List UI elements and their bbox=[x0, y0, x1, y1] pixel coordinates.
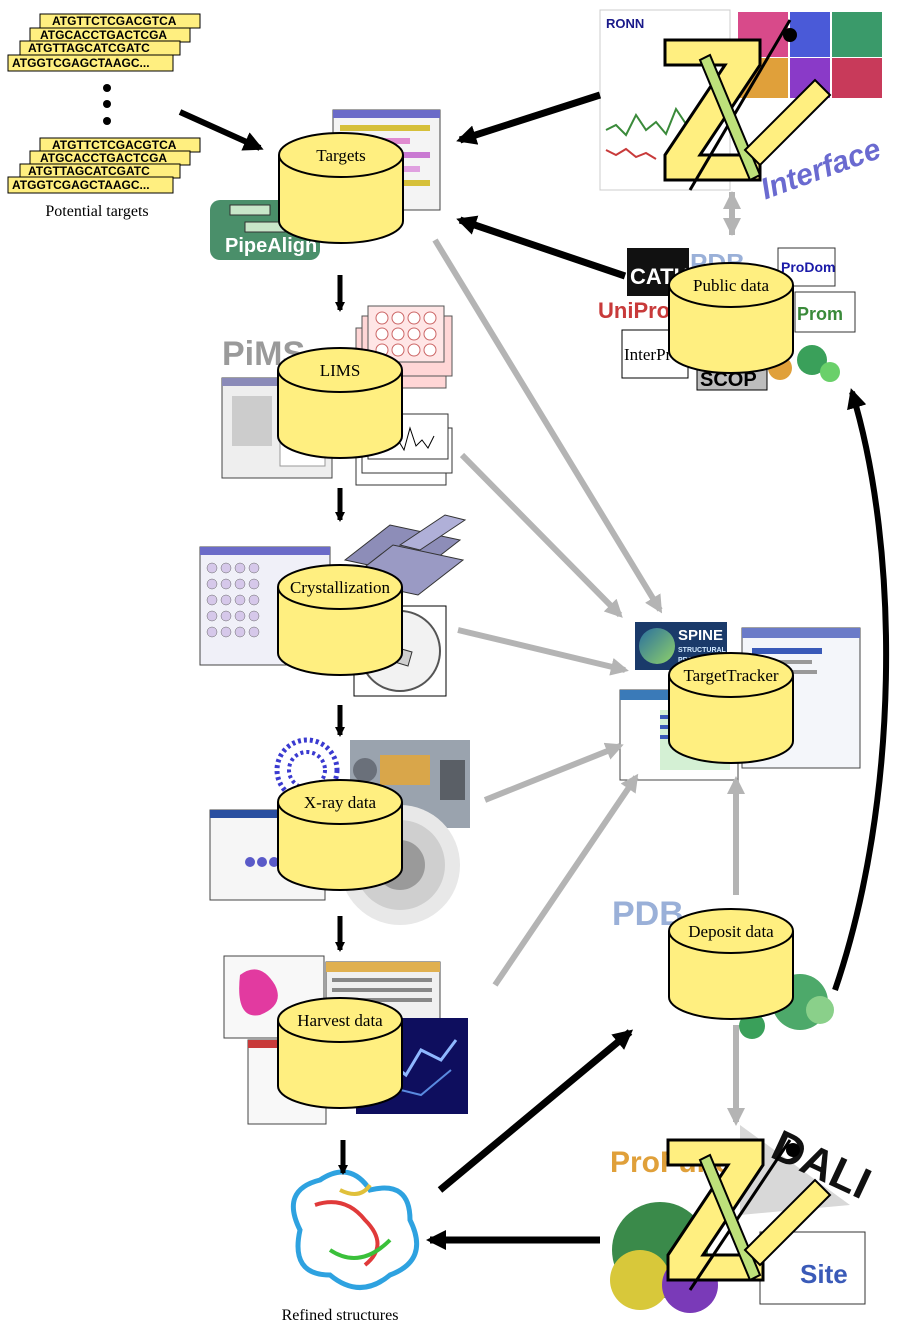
prodom-text: ProDom bbox=[781, 259, 835, 275]
public-data-logos: CATH PDB ProDom UniProt Prom InterPro SC… bbox=[598, 247, 856, 391]
seq-text: ATGTTCTCGACGTCA bbox=[52, 14, 177, 28]
prom-logo bbox=[794, 291, 856, 333]
grey-flow-arrows bbox=[432, 191, 745, 1126]
interpro-text: InterPro bbox=[624, 345, 680, 364]
sequence-stack-top: ATGTTCTCGACGTCA ATGCACCTGACTCGA ATGTTAGC… bbox=[7, 13, 201, 72]
seq-text: ATGCACCTGACTCGA bbox=[40, 151, 167, 165]
ellipsis-dots bbox=[103, 84, 111, 125]
pipealign-text: PipeAlign bbox=[225, 235, 317, 257]
database-label: TargetTracker bbox=[683, 666, 778, 685]
black-flow-arrows bbox=[178, 91, 890, 1250]
seq-text: ATGCACCTGACTCGA bbox=[40, 28, 167, 42]
database-targettracker[interactable]: TargetTracker bbox=[668, 652, 794, 764]
database-lims[interactable]: LIMS bbox=[277, 347, 403, 459]
database-harvest[interactable]: Harvest data bbox=[277, 997, 403, 1109]
sequence-stack-bottom: ATGTTCTCGACGTCA ATGCACCTGACTCGA ATGTTAGC… bbox=[7, 137, 201, 194]
crystallization-screenshot bbox=[199, 546, 331, 666]
drafting-tools-icon-top bbox=[663, 19, 832, 191]
database-label: Crystallization bbox=[290, 578, 391, 597]
database-public[interactable]: Public data bbox=[668, 262, 794, 374]
database-xray[interactable]: X-ray data bbox=[277, 779, 403, 891]
ronn-text: RONN bbox=[606, 16, 644, 31]
prom-text: Prom bbox=[797, 304, 843, 324]
database-label: LIMS bbox=[320, 361, 361, 380]
seq-text: ATGTTAGCATCGATC bbox=[28, 41, 150, 55]
seq-text: ATGTTAGCATCGATC bbox=[28, 164, 150, 178]
refined-structures-caption: Refined structures bbox=[282, 1307, 399, 1324]
database-label: X-ray data bbox=[304, 793, 377, 812]
protein-structure-image bbox=[290, 1169, 420, 1290]
database-label: Deposit data bbox=[688, 922, 774, 941]
spine-text: SPINE bbox=[678, 627, 723, 644]
seq-text: ATGGTCGAGCTAAGC... bbox=[12, 178, 150, 192]
scop-text: SCOP bbox=[700, 369, 757, 391]
uniprot-text: UniProt bbox=[598, 298, 678, 323]
structural-text: STRUCTURAL bbox=[678, 647, 727, 654]
database-targets[interactable]: Targets bbox=[278, 132, 404, 244]
database-label: Harvest data bbox=[297, 1011, 383, 1030]
database-label: Public data bbox=[693, 276, 769, 295]
xray-pattern-icon bbox=[274, 737, 340, 803]
potential-targets-caption: Potential targets bbox=[45, 203, 148, 220]
database-deposit[interactable]: Deposit data bbox=[668, 908, 794, 1020]
seq-text: ATGGTCGAGCTAAGC... bbox=[12, 56, 150, 70]
database-crystallization[interactable]: Crystallization bbox=[277, 564, 403, 676]
database-label: Targets bbox=[316, 146, 365, 165]
drafting-tools-icon-bottom bbox=[666, 1138, 832, 1291]
seq-text: ATGTTCTCGACGTCA bbox=[52, 138, 177, 152]
site-text: Site bbox=[800, 1259, 848, 1289]
